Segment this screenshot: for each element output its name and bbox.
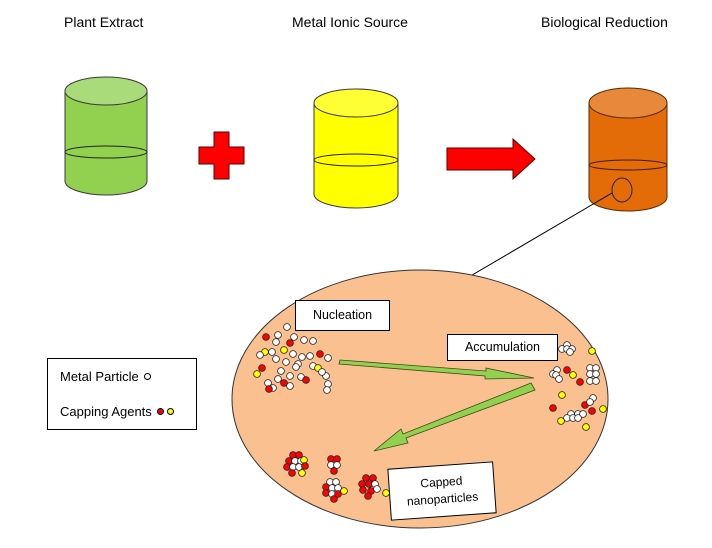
metal-ionic-source-cylinder <box>313 88 399 209</box>
metal-particle <box>272 338 280 346</box>
metal-particle <box>333 461 341 469</box>
capping-agent-particle <box>262 333 270 341</box>
capping-agent-particle <box>288 469 296 477</box>
metal-particle <box>306 352 314 360</box>
metal-particle <box>586 398 594 406</box>
legend-capping-agents: Capping Agents <box>60 404 174 419</box>
metal-particle <box>289 350 297 358</box>
capping-agent-particle <box>549 404 557 412</box>
accumulation-label: Accumulation <box>447 334 558 361</box>
biological-reduction-cylinder <box>588 87 668 212</box>
title-plant-extract: Plant Extract <box>64 14 144 30</box>
capping-agent-particle <box>330 495 338 503</box>
capping-agent-particle <box>557 417 565 425</box>
metal-particle <box>373 485 381 493</box>
capping-agent-particle <box>298 469 306 477</box>
capping-agent-particle <box>364 492 372 500</box>
legend-capping-agents-label: Capping Agents <box>60 404 152 419</box>
legend: Metal Particle Capping Agents <box>47 358 197 430</box>
legend-metal-particle: Metal Particle <box>60 369 151 384</box>
metal-particle <box>274 331 282 339</box>
capping-agent-particle <box>582 423 590 431</box>
metal-particle <box>277 367 285 375</box>
title-metal-ionic-source: Metal Ionic Source <box>292 14 408 30</box>
metal-particle <box>298 353 306 361</box>
metal-particle <box>324 354 332 362</box>
metal-particle <box>592 370 600 378</box>
legend-metal-particle-label: Metal Particle <box>60 369 139 384</box>
plant-extract-cylinder <box>64 76 148 196</box>
capping-agent-particle <box>280 379 288 387</box>
capping-agent-particle <box>599 405 607 413</box>
metal-particle <box>286 372 294 380</box>
metal-particle <box>566 348 574 356</box>
metal-particle <box>286 382 294 390</box>
metal-particle <box>283 323 291 331</box>
metal-particle <box>579 410 587 418</box>
capped-nanoparticles-label: Capped nanoparticles <box>387 461 497 521</box>
capping-agent-particle <box>359 486 367 494</box>
capping-agent-particle <box>334 490 342 498</box>
process-arrow-1 <box>338 359 535 380</box>
capping-agent-particle <box>558 391 566 399</box>
capping-agent-particle <box>316 350 324 358</box>
metal-particle <box>292 363 300 371</box>
metal-particle <box>574 414 582 422</box>
capping-agent-particle <box>569 371 577 379</box>
capping-agent-particle <box>253 370 261 378</box>
metal-particle <box>323 386 331 394</box>
nucleation-label: Nucleation <box>295 300 390 331</box>
particles-layer <box>253 323 607 503</box>
capping-agent-particle <box>280 346 288 354</box>
capping-agent-particle <box>588 347 596 355</box>
process-arrow-2 <box>373 382 536 452</box>
capping-agent-particle <box>302 376 310 384</box>
capping-agent-particle <box>563 366 571 374</box>
metal-particle <box>256 351 264 359</box>
title-biological-reduction: Biological Reduction <box>541 14 668 30</box>
capping-yellow-swatch-icon <box>166 408 174 415</box>
metal-particle <box>309 337 317 345</box>
capping-agent-particle <box>330 467 338 475</box>
capping-agent-particle <box>258 364 266 372</box>
metal-particle-swatch-icon <box>143 373 151 380</box>
capping-agent-particle <box>265 385 273 393</box>
metal-particle <box>318 368 326 376</box>
capping-agent-particle <box>340 487 348 495</box>
metal-particle <box>272 355 280 363</box>
plus-operator-icon <box>198 131 245 180</box>
capping-agent-particle <box>286 339 294 347</box>
metal-particle <box>268 348 276 356</box>
capping-agent-particle <box>301 462 309 470</box>
capped-label-line2: nanoparticles <box>406 489 479 509</box>
reaction-arrow-icon <box>446 137 536 181</box>
capping-agent-particle <box>576 378 584 386</box>
metal-particle <box>555 375 563 383</box>
metal-particle <box>290 333 298 341</box>
metal-particle <box>592 377 600 385</box>
metal-particle <box>300 336 308 344</box>
metal-particle <box>282 358 290 366</box>
zoom-region-circle <box>611 177 633 203</box>
capping-red-swatch-icon <box>156 408 164 415</box>
metal-particle <box>274 375 282 383</box>
capping-agent-particle <box>588 407 596 415</box>
